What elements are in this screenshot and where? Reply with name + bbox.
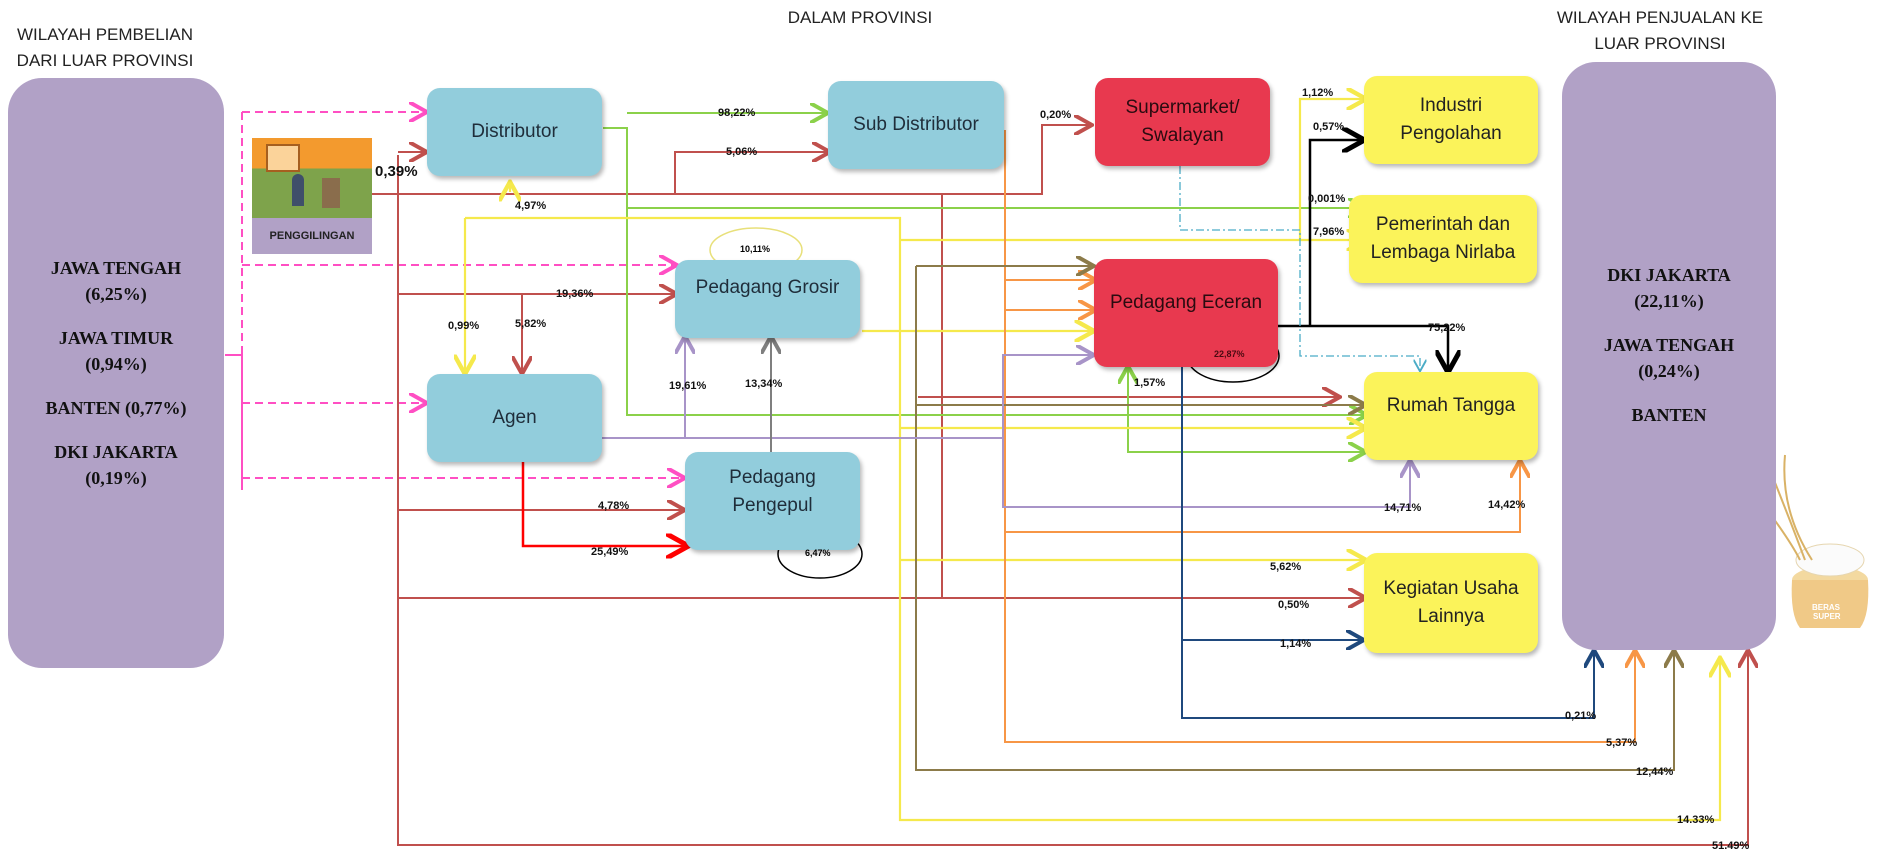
industri-pengolahan-label: Industri Pengolahan	[1400, 95, 1502, 144]
eceran-inner-percent: 22,87%	[1214, 349, 1245, 359]
rice-mill-icon	[252, 138, 372, 218]
distributor-node: Distributor	[427, 88, 602, 176]
flow-label: 0,57%	[1313, 121, 1345, 133]
flow-label: 51.49%	[1712, 840, 1750, 852]
destination-region-line: DKI JAKARTA	[1607, 265, 1731, 285]
flow-label: 14.33%	[1677, 814, 1715, 826]
source-region-line: DKI JAKARTA	[54, 442, 178, 462]
pemerintah-node: Pemerintah dan Lembaga Nirlaba	[1349, 195, 1537, 283]
destination-region-line: BANTEN	[1631, 405, 1707, 425]
flow-label: 13,34%	[745, 378, 783, 390]
flow-label: 19,61%	[669, 380, 707, 392]
flow-label: 7,96%	[1313, 226, 1345, 238]
pengepul-inner-percent: 6,47%	[805, 548, 831, 558]
destination-region-line: (0,24%)	[1638, 361, 1700, 381]
destination-region-box: DKI JAKARTA (22,11%) JAWA TENGAH (0,24%)…	[1562, 62, 1776, 650]
flow-label: 25,49%	[591, 546, 629, 558]
rice-sack-icon: BERAS SUPER	[1791, 543, 1869, 628]
flow-label: 1,57%	[1134, 377, 1166, 389]
source-region-line: JAWA TIMUR	[58, 328, 174, 348]
flow-label: 5,37%	[1606, 737, 1638, 749]
sub-distributor-label: Sub Distributor	[853, 114, 979, 135]
flow-label: 1,12%	[1302, 87, 1334, 99]
flow-label: 14,71%	[1384, 502, 1422, 514]
svg-text:SUPER: SUPER	[1813, 612, 1841, 621]
destination-region-line: (22,11%)	[1634, 291, 1704, 311]
pedagang-eceran-label: Pedagang Eceran	[1109, 292, 1263, 313]
grosir-inner-percent: 10,11%	[740, 244, 771, 254]
source-region-line: BANTEN (0,77%)	[45, 398, 187, 418]
pedagang-pengepul-node: Pedagang Pengepul	[685, 452, 860, 550]
pemerintah-label: Pemerintah dan Lembaga Nirlaba	[1370, 214, 1516, 263]
rumah-tangga-node: Rumah Tangga	[1364, 372, 1538, 460]
flow-label: 75,22%	[1428, 322, 1466, 334]
header-in-province: DALAM PROVINSI	[787, 8, 933, 27]
distributor-label: Distributor	[471, 121, 558, 142]
source-region-box: JAWA TENGAH (6,25%) JAWA TIMUR (0,94%) B…	[8, 78, 224, 668]
agen-node: Agen	[427, 374, 602, 462]
header-destination-region: WILAYAH PENJUALAN KE LUAR PROVINSI	[1556, 8, 1764, 53]
flow-label: 0,39%	[375, 163, 418, 180]
source-region-line: (0,94%)	[85, 354, 147, 374]
supermarket-node: Supermarket/ Swalayan	[1095, 78, 1270, 166]
source-region-line: (0,19%)	[85, 468, 147, 488]
pedagang-pengepul-label: Pedagang Pengepul	[729, 467, 816, 516]
industri-pengolahan-node: Industri Pengolahan	[1364, 76, 1538, 164]
flow-label: 4,97%	[515, 200, 547, 212]
kegiatan-usaha-label: Kegiatan Usaha Lainnya	[1383, 578, 1519, 627]
flow-label: 0,50%	[1278, 599, 1310, 611]
flow-label: 0,20%	[1040, 109, 1072, 121]
flow-label: 1,14%	[1280, 638, 1312, 650]
flow-label: 5,62%	[1270, 561, 1302, 573]
header-source-region: WILAYAH PEMBELIAN DARI LUAR PROVINSI	[16, 25, 194, 70]
sub-distributor-node: Sub Distributor	[828, 81, 1004, 169]
agen-label: Agen	[492, 407, 537, 428]
svg-text:BERAS: BERAS	[1812, 603, 1841, 612]
flow-label: 14,42%	[1488, 499, 1526, 511]
rumah-tangga-label: Rumah Tangga	[1386, 395, 1516, 416]
source-region-line: (6,25%)	[85, 284, 147, 304]
pedagang-eceran-node: Pedagang Eceran	[1094, 259, 1278, 367]
flow-label: 98,22%	[718, 107, 756, 119]
kegiatan-usaha-node: Kegiatan Usaha Lainnya	[1364, 553, 1538, 653]
supermarket-label: Supermarket/ Swalayan	[1125, 97, 1240, 146]
flow-label: 0,99%	[448, 320, 480, 332]
destination-region-line: JAWA TENGAH	[1603, 335, 1735, 355]
flow-label: 0,001%	[1308, 193, 1346, 205]
penggilingan-node: PENGGILINGAN	[252, 138, 372, 254]
flow-label: 5,82%	[515, 318, 547, 330]
flow-label: 0,21%	[1565, 710, 1597, 722]
penggilingan-label: PENGGILINGAN	[252, 218, 372, 254]
flow-label: 19,36%	[556, 288, 594, 300]
pedagang-grosir-node: Pedagang Grosir	[675, 260, 860, 338]
flow-label: 12,44%	[1636, 766, 1674, 778]
pedagang-grosir-label: Pedagang Grosir	[695, 277, 840, 298]
flow-label: 4,78%	[598, 500, 630, 512]
source-region-line: JAWA TENGAH	[50, 258, 182, 278]
flow-label: 5,06%	[726, 146, 758, 158]
